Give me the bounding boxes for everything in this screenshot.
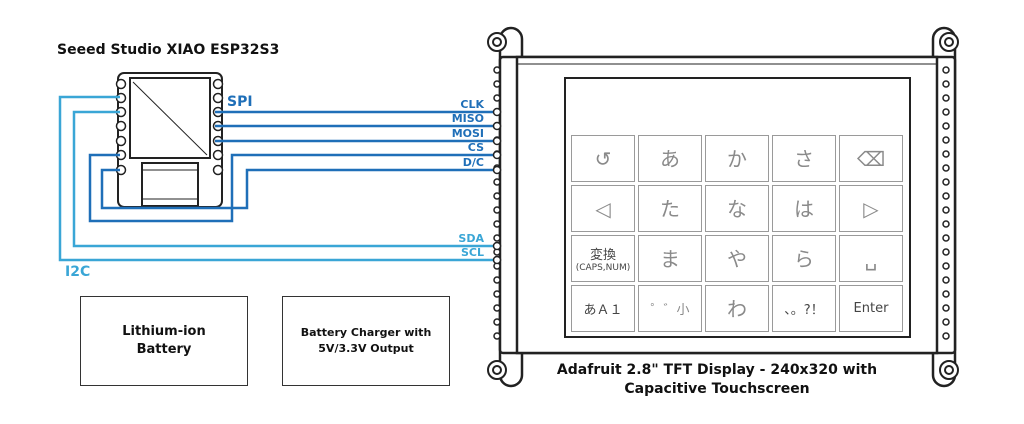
wire-cs (88, 153, 497, 223)
tft-right-pin-18 (942, 318, 950, 326)
tft-right-pin-17 (942, 304, 950, 312)
tft-right-pin-19 (942, 332, 950, 340)
tft-left-pin-10 (493, 206, 501, 214)
key-enter[interactable]: Enter (839, 285, 903, 332)
tft-left-pin-9 (493, 192, 501, 200)
tft-right-pin-0 (942, 66, 950, 74)
key-ka[interactable]: か (705, 135, 769, 182)
battery-box: Lithium-ion Battery (80, 296, 248, 386)
wire-dc (100, 168, 497, 210)
tft-right-pin-15 (942, 276, 950, 284)
tft-title: Adafruit 2.8" TFT Display - 240x320 with… (552, 361, 882, 399)
tft-left-pin-18 (493, 318, 501, 326)
space-icon: ␣ (864, 246, 878, 271)
xiao-pin-3 (212, 92, 224, 104)
tft-left-pin-0 (493, 66, 501, 74)
tft-right-pin-12 (942, 234, 950, 242)
tft-left-pin-19 (493, 332, 501, 340)
tft-left-pin-11 (493, 220, 501, 228)
key-ma[interactable]: ま (638, 235, 702, 282)
key-ra[interactable]: ら (772, 235, 836, 282)
xiao-pin-11 (212, 149, 224, 161)
arrow-left-icon: ◁ (595, 196, 611, 221)
charger-label-line2: 5V/3.3V Output (318, 342, 414, 355)
key-na[interactable]: な (705, 185, 769, 232)
pin-label-mosi: MOSI (451, 127, 484, 140)
i2c-bus-label: I2C (65, 264, 91, 280)
tft-left-pin-16 (493, 290, 501, 298)
pin-label-dc: D/C (462, 156, 484, 169)
spi-bus-label: SPI (227, 94, 253, 110)
tft-right-pin-2 (942, 94, 950, 102)
charger-box: Battery Charger with 5V/3.3V Output (282, 296, 450, 386)
key-a[interactable]: あ (638, 135, 702, 182)
pin-label-sda: SDA (458, 232, 484, 245)
tft-right-pin-7 (942, 164, 950, 172)
xiao-pin-8 (115, 135, 127, 147)
key-sa[interactable]: さ (772, 135, 836, 182)
key-space[interactable]: ␣ (839, 235, 903, 282)
xiao-board (117, 72, 223, 208)
tft-right-pin-9 (942, 192, 950, 200)
tft-left-pin-15 (493, 276, 501, 284)
xiao-title: Seeed Studio XIAO ESP32S3 (57, 42, 280, 58)
spi-wires (88, 110, 497, 223)
key-ha[interactable]: は (772, 185, 836, 232)
tft-right-pin-16 (942, 290, 950, 298)
tft-left-pin-12 (493, 234, 501, 242)
key-ta[interactable]: た (638, 185, 702, 232)
key-undo[interactable]: ↺ (571, 135, 635, 182)
pin-label-miso: MISO (451, 112, 484, 125)
key-punct[interactable]: 、。?！ (772, 285, 836, 332)
tft-right-pin-5 (942, 136, 950, 144)
tft-right-pin-1 (942, 80, 950, 88)
tft-left-pin-2 (493, 94, 501, 102)
tft-right-pin-8 (942, 178, 950, 186)
xiao-pin-1 (212, 78, 224, 90)
undo-icon: ↺ (594, 146, 612, 171)
battery-label-line1: Lithium-ion (122, 324, 206, 339)
tft-right-pin-10 (942, 206, 950, 214)
wire-sda (72, 110, 497, 248)
key-left[interactable]: ◁ (571, 185, 635, 232)
xiao-pin-0 (115, 78, 127, 90)
key-right[interactable]: ▷ (839, 185, 903, 232)
tft-left-pin-17 (493, 304, 501, 312)
charger-label-line1: Battery Charger with (300, 326, 432, 339)
xiao-pin-6 (115, 120, 127, 132)
i2c-wires (58, 95, 497, 262)
tft-right-pin-6 (942, 150, 950, 158)
wire-scl (58, 95, 497, 262)
pin-label-clk: CLK (460, 98, 484, 111)
arrow-right-icon: ▷ (863, 196, 879, 221)
tft-right-pin-14 (942, 262, 950, 270)
tft-right-header-pins (942, 66, 950, 340)
battery-label-line2: Battery (136, 342, 192, 357)
tft-left-pin-8 (493, 178, 501, 186)
tft-right-pin-13 (942, 248, 950, 256)
key-mode[interactable]: あＡ１ (571, 285, 635, 332)
tft-title-line2: Capacitive Touchscreen (624, 381, 810, 397)
key-dakuten[interactable]: ゜゛小 (638, 285, 702, 332)
tft-right-pin-4 (942, 122, 950, 130)
xiao-pin-13 (212, 164, 224, 176)
key-wa[interactable]: わ (705, 285, 769, 332)
tft-mount-holes (487, 32, 959, 380)
wire-endpoints (492, 107, 502, 265)
tft-right-pin-11 (942, 220, 950, 228)
key-backspace[interactable]: ⌫ (839, 135, 903, 182)
pin-label-scl: SCL (460, 246, 484, 259)
tft-title-line1: Adafruit 2.8" TFT Display - 240x320 with (556, 362, 878, 378)
backspace-icon: ⌫ (856, 146, 886, 171)
tft-right-pin-3 (942, 108, 950, 116)
key-convert[interactable]: 変換 (CAPS,NUM) (571, 235, 635, 282)
key-ya[interactable]: や (705, 235, 769, 282)
tft-left-pin-1 (493, 80, 501, 88)
touchscreen-keyboard: ↺ あ か さ ⌫ ◁ た な は ▷ 変換 (CAPS,NUM) ま や ら … (571, 135, 906, 335)
pin-label-cs: CS (467, 141, 484, 154)
